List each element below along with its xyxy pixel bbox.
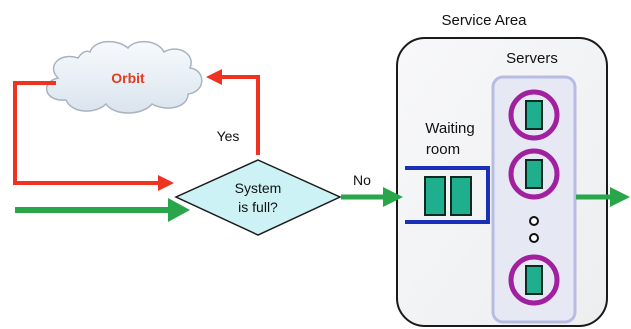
server-ring-icon: [508, 89, 560, 141]
arrow-right-icon: [158, 175, 174, 191]
ellipsis-dot: [529, 233, 539, 243]
cloud-shape-icon: [46, 40, 203, 114]
retry-line-up: [218, 75, 260, 155]
orbit-cloud: [46, 40, 203, 114]
decision-node: [174, 159, 342, 236]
waiting-room: [405, 166, 490, 224]
server-ring-icon: [508, 148, 560, 200]
waiting-room-label-line-2: room: [426, 141, 460, 158]
departure-path: [576, 187, 630, 207]
vertical-ellipsis-icon: [529, 216, 539, 243]
no-label: No: [353, 172, 371, 188]
arrow-left-icon: [206, 69, 222, 85]
server-3: [508, 254, 560, 306]
job-block: [525, 265, 543, 295]
queued-job: [424, 176, 446, 216]
retry-line-back: [13, 81, 160, 185]
no-branch-path: [341, 187, 403, 207]
servers-panel: [491, 75, 577, 324]
queued-job: [450, 176, 472, 216]
arrow-right-icon: [610, 187, 630, 207]
decision-diamond: [174, 159, 342, 236]
arrow-right-icon: [168, 198, 190, 222]
waiting-room-label-line-1: Waiting: [425, 120, 474, 137]
orbit-label: Orbit: [111, 70, 145, 86]
server-1: [508, 89, 560, 141]
job-block: [525, 159, 543, 189]
arrival-path: [15, 198, 190, 222]
decision-text-line-2: is full?: [238, 199, 278, 215]
servers-title: Servers: [506, 50, 558, 67]
service-area-title: Service Area: [441, 12, 527, 29]
ellipsis-dot: [529, 216, 539, 226]
server-ring-icon: [508, 254, 560, 306]
retry-path: [13, 69, 260, 191]
arrow-right-icon: [383, 187, 403, 207]
job-block: [525, 100, 543, 130]
yes-label: Yes: [217, 128, 240, 144]
decision-text-line-1: System: [235, 180, 282, 196]
server-2: [508, 148, 560, 200]
waiting-room-outline: [405, 166, 490, 224]
